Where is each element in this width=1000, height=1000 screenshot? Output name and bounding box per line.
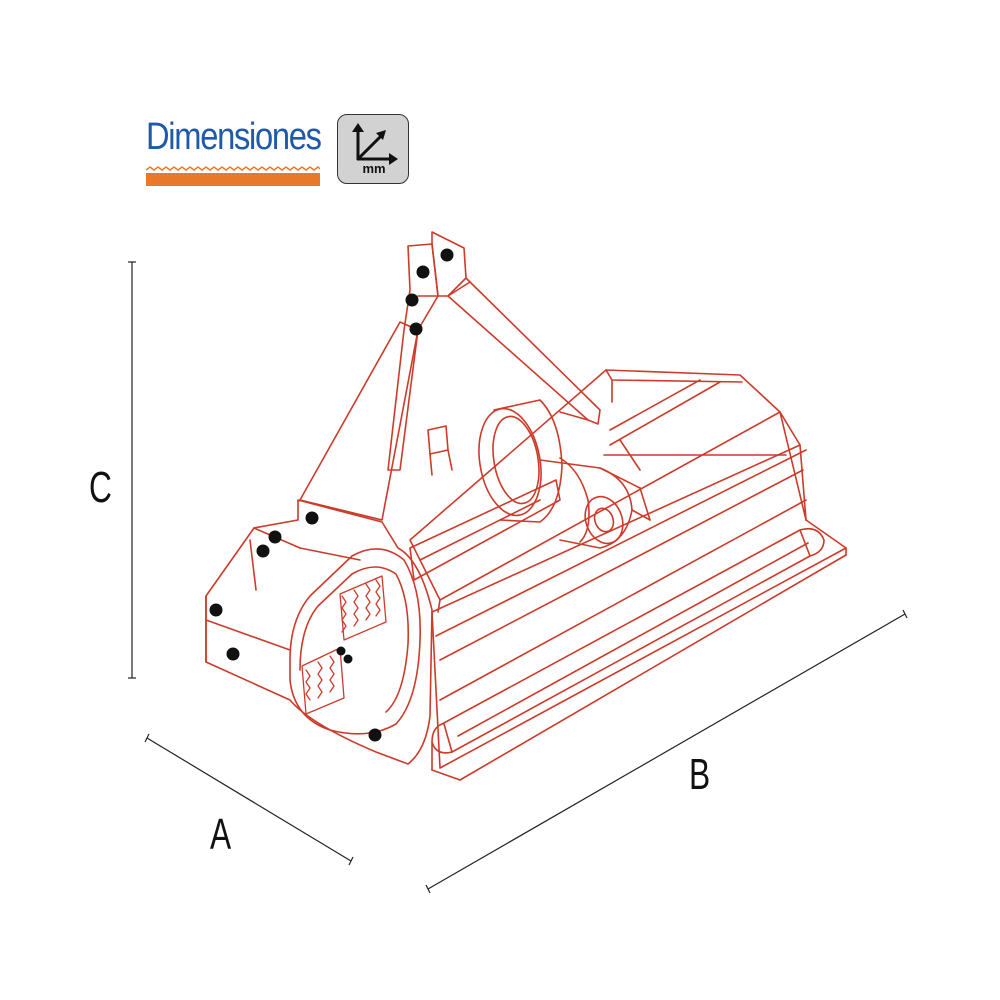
housing-top xyxy=(409,369,781,601)
bolt-dot xyxy=(268,530,282,544)
dimension-lines xyxy=(128,261,908,894)
left-end-plate xyxy=(205,499,433,765)
header-title: Dimensiones xyxy=(146,116,322,158)
side-cover xyxy=(289,548,421,735)
header-underline-bar xyxy=(146,166,320,186)
dimension-label-b: B xyxy=(689,750,711,799)
drive-shaft xyxy=(409,479,561,581)
bolt-dot xyxy=(336,646,346,656)
bolt-dot xyxy=(209,603,223,617)
bolt-dot xyxy=(440,248,454,262)
unit-badge: mm xyxy=(337,114,409,184)
gearbox-front xyxy=(478,407,542,517)
dimension-label-c: C xyxy=(89,463,112,512)
bolt-dot xyxy=(343,654,353,664)
hitch-right-strut xyxy=(447,281,601,425)
bolt-dot xyxy=(409,322,423,336)
housing-side xyxy=(431,444,847,769)
dimension-label-a: A xyxy=(210,810,232,859)
bolt-dot xyxy=(305,511,319,525)
bolt-dots xyxy=(209,248,454,742)
dimension-line-b xyxy=(427,613,906,890)
hitch-left-arm xyxy=(299,321,419,521)
cover-vents xyxy=(301,575,387,715)
bolt-dot xyxy=(405,293,419,307)
hitch-top-plate-2 xyxy=(431,231,467,297)
bolt-dot xyxy=(416,265,430,279)
bolt-dot xyxy=(256,544,270,558)
axes-arrows-icon xyxy=(352,123,398,165)
bolt-dot xyxy=(226,647,240,661)
machine-outline xyxy=(205,231,847,781)
dimension-line-a xyxy=(146,737,352,862)
bolt-dot xyxy=(368,728,382,742)
unit-label: mm xyxy=(362,161,386,176)
